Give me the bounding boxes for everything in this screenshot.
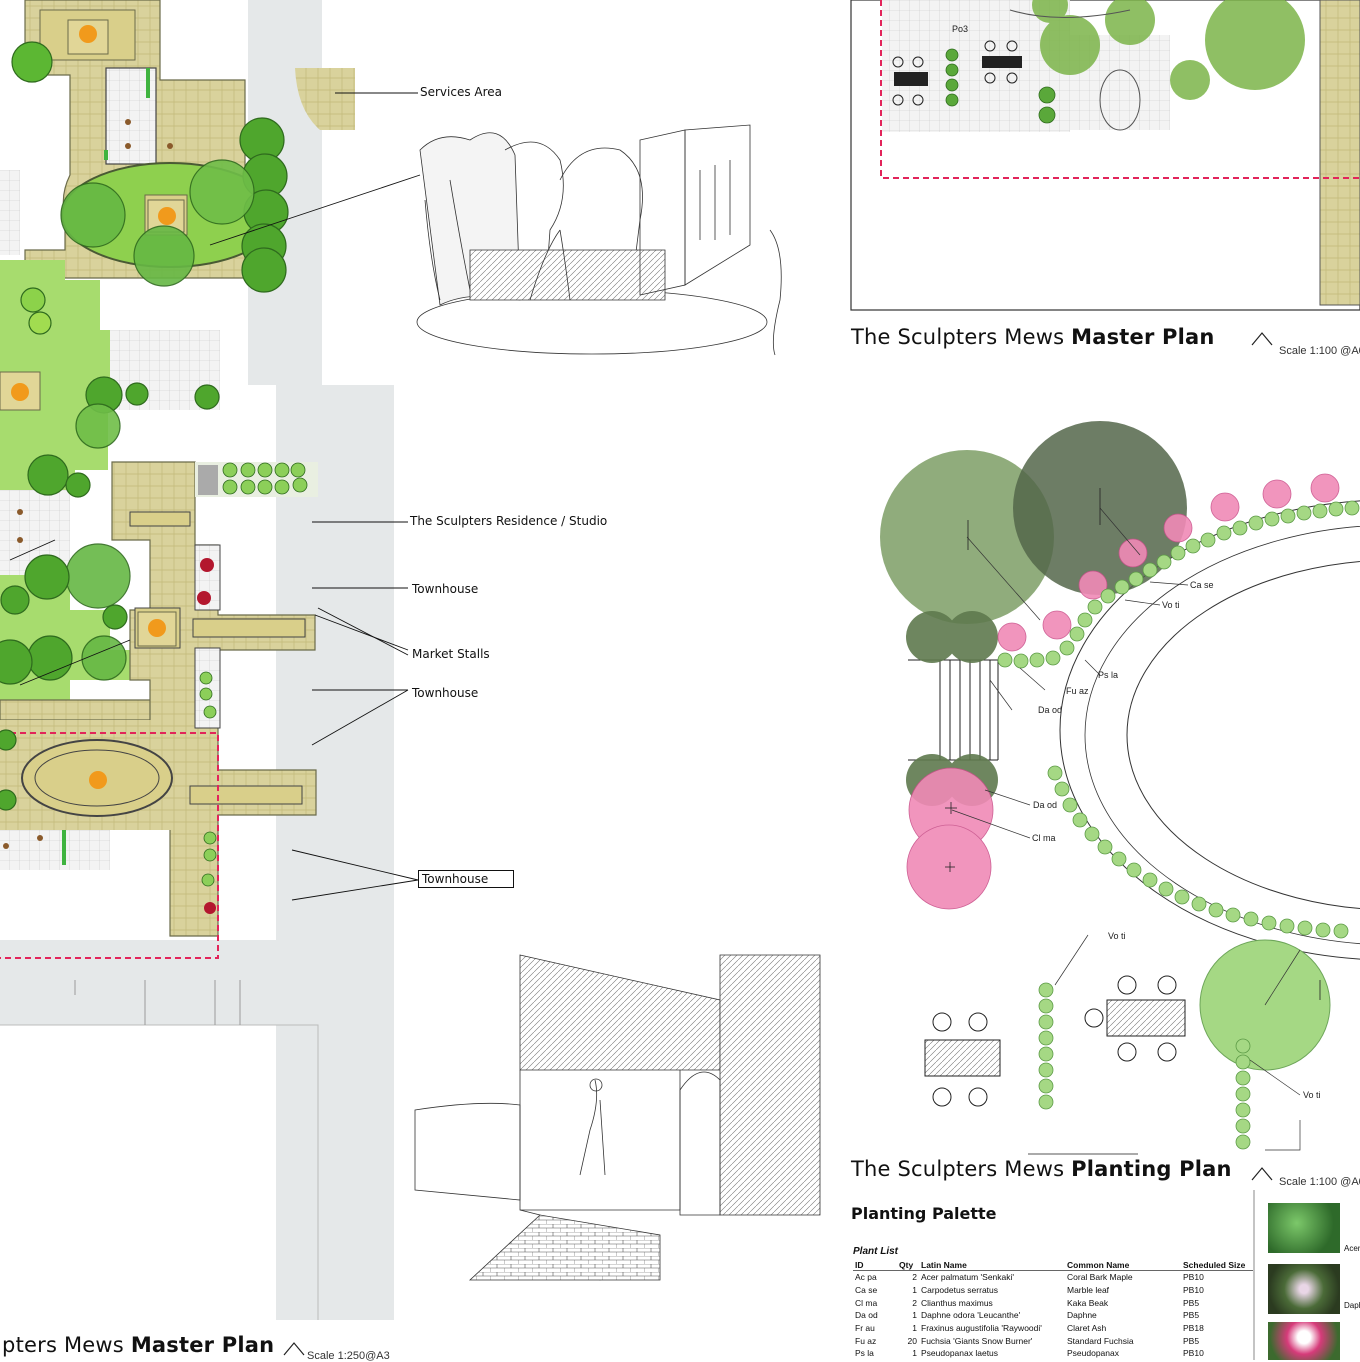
hedge (146, 68, 150, 98)
master-plan-left (0, 0, 394, 1320)
drawing-title: lpters Mews Master Plan (0, 1333, 275, 1357)
plant-list-table: ID Qty Latin Name Common Name Scheduled … (853, 1259, 1253, 1360)
scale-note: Scale 1:100 @A0 (1279, 345, 1360, 357)
plant-list-caption: Plant List (853, 1246, 899, 1257)
green-shrub-row (997, 500, 1360, 1150)
plant-photo (1268, 1322, 1340, 1360)
plant-tag: Ps la (1098, 670, 1119, 680)
plant-photo-caption: Daph (1344, 1301, 1360, 1310)
table-header-row: ID Qty Latin Name Common Name Scheduled … (853, 1259, 1253, 1271)
oval-path (1059, 500, 1360, 960)
picnic-tables (924, 975, 1186, 1107)
shrubs (199, 462, 308, 887)
label-townhouse: Townhouse (418, 870, 514, 888)
road-verge (0, 940, 320, 1025)
steps (908, 659, 999, 761)
master-plan-detail (850, 0, 1360, 311)
market-stall (189, 785, 303, 805)
north-arrow-icon (283, 332, 1273, 1356)
scale-note: Scale 1:100 @A0 (1279, 1176, 1360, 1188)
column-header: ID (853, 1259, 897, 1271)
pink-shrubs (906, 473, 1340, 910)
column-header: Qty (897, 1259, 919, 1271)
road (276, 385, 394, 1320)
hedge (62, 830, 66, 865)
column-header: Latin Name (919, 1259, 1065, 1271)
drawing-title: The Sculpters Mews Planting Plan (851, 1157, 1232, 1181)
plant-photo-caption: Acer (1344, 1244, 1360, 1253)
column-header: Common Name (1065, 1259, 1181, 1271)
perspective-sketch-courtyard (416, 124, 782, 356)
market-stall (192, 618, 306, 638)
site-boundary (0, 732, 219, 959)
plant-tag: Da od (1033, 800, 1058, 810)
plan-tag: Po3 (952, 24, 969, 34)
hedge (104, 150, 108, 160)
label-townhouse: Townhouse (412, 582, 479, 596)
red-shrubs (197, 558, 216, 914)
column-header: Scheduled Size (1181, 1259, 1253, 1271)
drawing-title: The Sculpters Mews Master Plan (851, 325, 1215, 349)
plant-tag: Vo ti (1303, 1090, 1321, 1100)
trees (0, 41, 289, 811)
planter (0, 19, 185, 789)
label-services-area: Services Area (420, 85, 503, 99)
services-pad (295, 68, 355, 130)
perspective-sketch-lane (414, 954, 821, 1281)
plant-tag: Da od (1038, 705, 1063, 715)
scale-note: Scale 1:250@A3 (307, 1350, 390, 1362)
plant-photo (1268, 1264, 1340, 1314)
market-stall (129, 511, 191, 527)
plant-tag: Fu az (1066, 686, 1089, 696)
palette-heading: Planting Palette (851, 1204, 997, 1223)
planting-plan (880, 421, 1360, 1151)
leader-lines (9, 92, 421, 901)
plant-list: Plant List ID Qty Latin Name Common Name… (853, 1246, 1253, 1360)
plant-tag: Ca se (1190, 580, 1214, 590)
plant-tag: Cl ma (1032, 833, 1056, 843)
label-residence: The Sculpters Residence / Studio (410, 514, 608, 528)
label-townhouse: Townhouse (412, 686, 479, 700)
plant-photo (1268, 1203, 1340, 1253)
plant-tag: Vo ti (1108, 931, 1126, 941)
paving-spine (0, 461, 317, 937)
label-market-stalls: Market Stalls (412, 647, 490, 661)
plant-tag: Vo ti (1162, 600, 1180, 610)
